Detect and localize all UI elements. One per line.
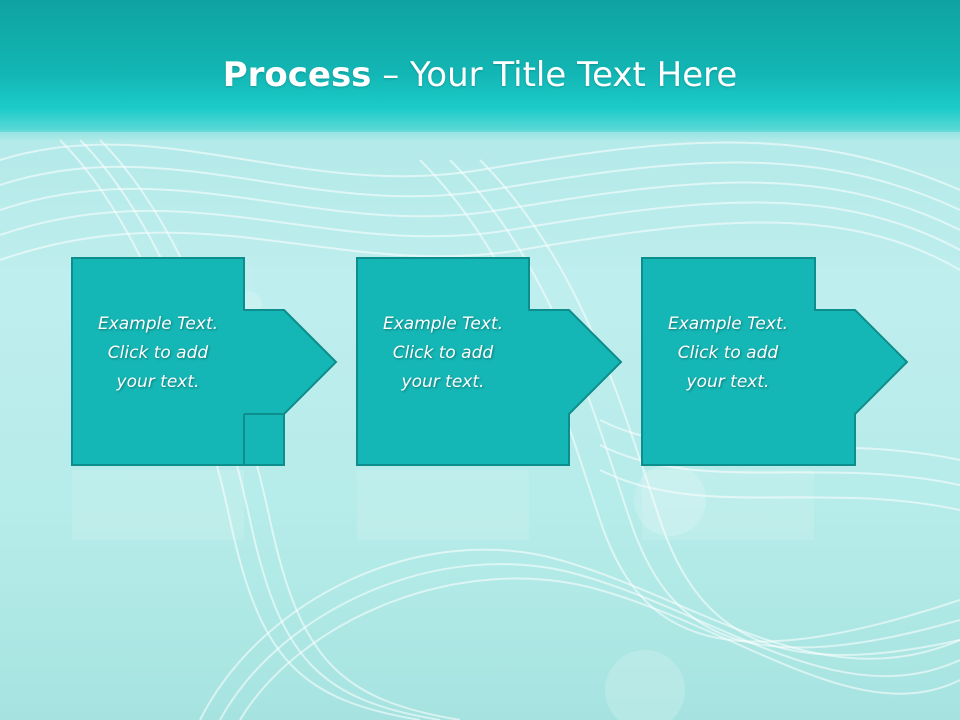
title-bar <box>0 0 960 142</box>
process-step-2[interactable] <box>356 257 623 466</box>
step-2-box-arrow <box>356 257 623 466</box>
title-rest-part: – Your Title Text Here <box>371 55 738 95</box>
step-2-line-3: your text. <box>401 372 485 392</box>
step-2-line-2: Click to add <box>392 343 494 363</box>
process-step-1[interactable] <box>71 257 338 466</box>
step-3-line-2: Click to add <box>677 343 779 363</box>
step-1-line-1: Example Text. <box>97 314 219 334</box>
step-2-text[interactable]: Example Text. Click to add your text. <box>357 310 529 397</box>
step-3-line-1: Example Text. <box>667 314 789 334</box>
step-3-line-3: your text. <box>686 372 770 392</box>
step-3-text[interactable]: Example Text. Click to add your text. <box>642 310 814 397</box>
step-3-box-arrow <box>641 257 909 466</box>
step-1-line-2: Click to add <box>107 343 209 363</box>
step-1-line-3: your text. <box>116 372 200 392</box>
process-step-3[interactable] <box>641 257 909 466</box>
slide-title[interactable]: Process – Your Title Text Here <box>0 52 960 98</box>
step-1-text[interactable]: Example Text. Click to add your text. <box>72 310 244 397</box>
step-2-line-1: Example Text. <box>382 314 504 334</box>
title-bold-part: Process <box>222 55 372 95</box>
